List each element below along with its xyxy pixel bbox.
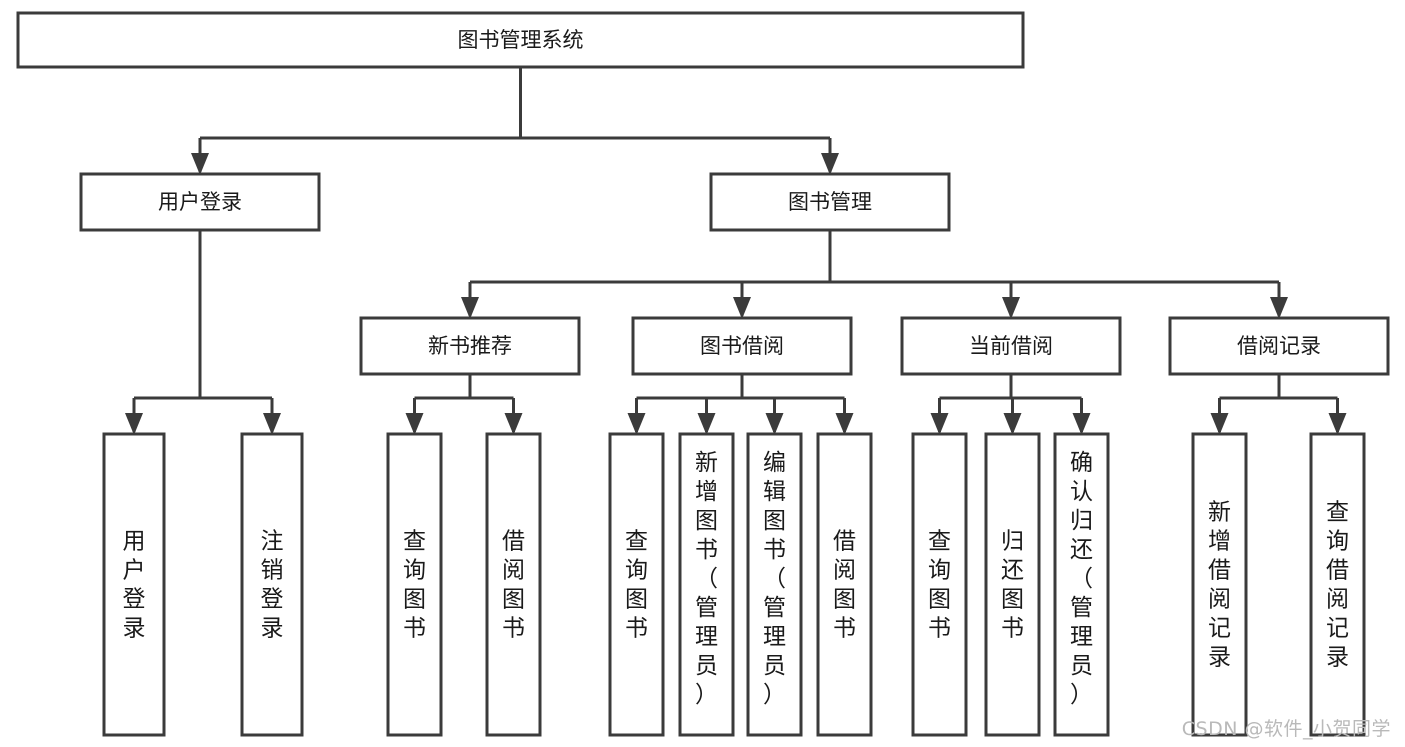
node-label-leaf-query-book-3: 查询图书 — [928, 529, 951, 642]
arrow-head — [1210, 413, 1229, 435]
arrow-head — [821, 153, 839, 175]
node-root[interactable]: 图书管理系统 — [16, 11, 1025, 69]
csdn-watermark: CSDN @软件_小贺同学 — [1181, 718, 1391, 740]
node-box-leaf-user-login — [102, 432, 166, 737]
node-label-book-manage: 图书管理 — [788, 190, 872, 214]
node-box-borrow-record — [1168, 316, 1390, 376]
node-label-leaf-query-book-1: 查询图书 — [403, 529, 426, 642]
node-leaf-borrow-book-2[interactable]: 借阅图书 — [816, 432, 873, 737]
node-label-book-borrow: 图书借阅 — [700, 334, 784, 358]
node-leaf-query-book-2[interactable]: 查询图书 — [608, 432, 665, 737]
node-box-leaf-edit-book — [746, 432, 803, 737]
node-box-leaf-return-book — [984, 432, 1041, 737]
node-borrow-record[interactable]: 借阅记录 — [1168, 316, 1390, 376]
node-label-current-borrow: 当前借阅 — [969, 334, 1053, 358]
node-leaf-add-record[interactable]: 新增借阅记录 — [1191, 432, 1248, 737]
arrow-head — [1002, 297, 1020, 319]
node-label-leaf-query-record: 查询借阅记录 — [1326, 500, 1349, 671]
node-leaf-borrow-book-1[interactable]: 借阅图书 — [485, 432, 542, 737]
arrow-head — [1328, 413, 1347, 435]
node-current-borrow[interactable]: 当前借阅 — [900, 316, 1122, 376]
node-box-leaf-query-record — [1309, 432, 1366, 737]
arrow-head — [930, 413, 949, 435]
node-label-leaf-logout: 注销登录 — [261, 529, 284, 642]
node-box-root — [16, 11, 1025, 69]
node-box-current-borrow — [900, 316, 1122, 376]
node-layer: 图书管理系统用户登录图书管理新书推荐图书借阅当前借阅借阅记录用户登录注销登录查询… — [16, 11, 1390, 737]
node-label-new-book-recommend: 新书推荐 — [428, 334, 512, 358]
node-box-book-borrow — [631, 316, 853, 376]
arrow-head — [1003, 413, 1022, 435]
node-leaf-add-book[interactable]: 新增图书（管理员） — [678, 432, 735, 737]
arrow-head — [263, 413, 281, 435]
node-leaf-query-record[interactable]: 查询借阅记录 — [1309, 432, 1366, 737]
node-leaf-edit-book[interactable]: 编辑图书（管理员） — [746, 432, 803, 737]
arrow-head — [765, 413, 784, 435]
node-box-leaf-query-book-2 — [608, 432, 665, 737]
node-leaf-user-login[interactable]: 用户登录 — [102, 432, 166, 737]
node-box-new-book-recommend — [359, 316, 581, 376]
arrow-head — [835, 413, 854, 435]
node-box-leaf-borrow-book-2 — [816, 432, 873, 737]
node-label-leaf-add-book: 新增图书（管理员） — [695, 450, 718, 708]
arrow-head — [733, 297, 751, 319]
node-label-leaf-add-record: 新增借阅记录 — [1208, 500, 1231, 671]
node-box-user-login — [79, 172, 321, 232]
node-label-leaf-query-book-2: 查询图书 — [625, 529, 648, 642]
arrow-head — [504, 413, 523, 435]
arrow-head — [627, 413, 646, 435]
node-label-leaf-borrow-book-2: 借阅图书 — [833, 529, 856, 642]
connector-layer — [125, 67, 1347, 435]
node-label-root: 图书管理系统 — [458, 28, 584, 52]
node-box-leaf-query-book-1 — [386, 432, 443, 737]
node-box-leaf-add-record — [1191, 432, 1248, 737]
node-box-book-manage — [709, 172, 951, 232]
node-book-manage[interactable]: 图书管理 — [709, 172, 951, 232]
arrow-head — [1270, 297, 1288, 319]
node-label-leaf-user-login: 用户登录 — [123, 529, 146, 642]
node-label-leaf-return-book: 归还图书 — [1001, 529, 1024, 642]
arrow-head — [191, 153, 209, 175]
node-label-borrow-record: 借阅记录 — [1237, 334, 1321, 358]
node-label-leaf-edit-book: 编辑图书（管理员） — [763, 450, 786, 708]
node-user-login[interactable]: 用户登录 — [79, 172, 321, 232]
node-leaf-query-book-3[interactable]: 查询图书 — [911, 432, 968, 737]
arrow-head — [697, 413, 716, 435]
arrow-head — [125, 413, 143, 435]
node-new-book-recommend[interactable]: 新书推荐 — [359, 316, 581, 376]
node-box-leaf-add-book — [678, 432, 735, 737]
node-box-leaf-query-book-3 — [911, 432, 968, 737]
node-label-leaf-borrow-book-1: 借阅图书 — [502, 529, 525, 642]
node-leaf-return-book[interactable]: 归还图书 — [984, 432, 1041, 737]
node-leaf-confirm-return[interactable]: 确认归还（管理员） — [1053, 432, 1110, 737]
node-label-user-login: 用户登录 — [158, 190, 242, 214]
arrow-head — [405, 413, 424, 435]
node-leaf-query-book-1[interactable]: 查询图书 — [386, 432, 443, 737]
arrow-head — [461, 297, 479, 319]
node-label-leaf-confirm-return: 确认归还（管理员） — [1070, 450, 1093, 708]
node-book-borrow[interactable]: 图书借阅 — [631, 316, 853, 376]
node-box-leaf-logout — [240, 432, 304, 737]
node-box-leaf-borrow-book-1 — [485, 432, 542, 737]
node-leaf-logout[interactable]: 注销登录 — [240, 432, 304, 737]
node-box-leaf-confirm-return — [1053, 432, 1110, 737]
arrow-head — [1072, 413, 1091, 435]
